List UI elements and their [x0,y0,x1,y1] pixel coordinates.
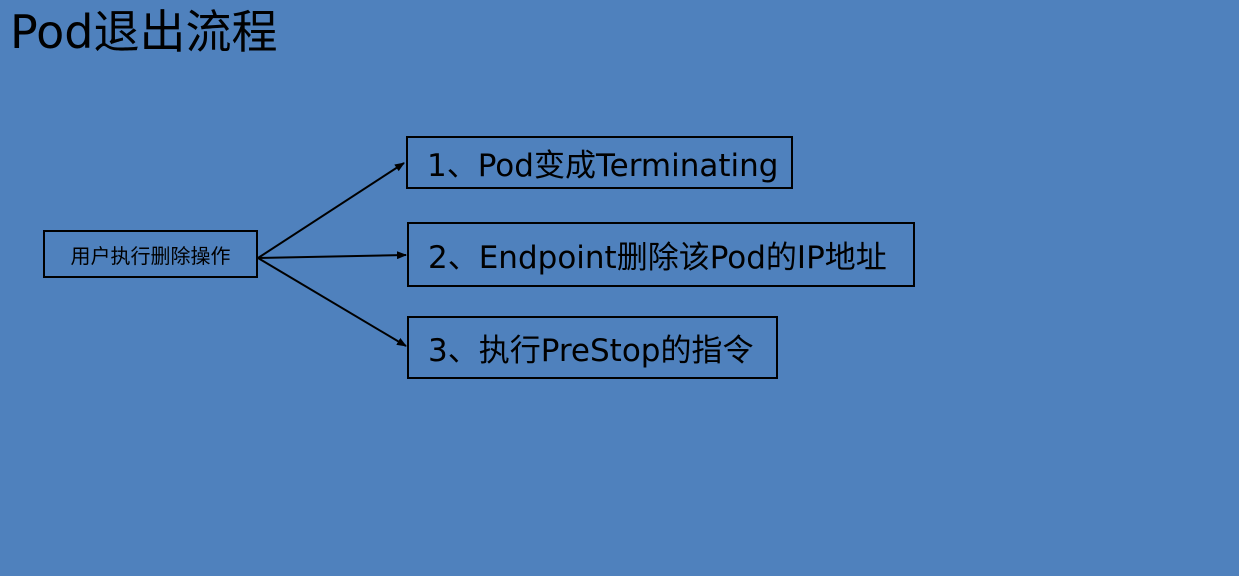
step-node-prestop: 3、执行PreStop的指令 [407,316,778,379]
source-node-delete-action: 用户执行删除操作 [43,230,258,278]
step-node-label: 3、执行PreStop的指令 [428,333,754,369]
page-title: Pod退出流程 [10,5,278,59]
arrow-to-step-1 [257,162,405,259]
step-node-terminating: 1、Pod变成Terminating [406,136,793,189]
step-node-label: 2、Endpoint删除该Pod的IP地址 [428,240,887,276]
step-node-label: 1、Pod变成Terminating [427,148,779,184]
arrow-to-step-2 [257,251,407,260]
arrow-to-step-3 [257,257,407,347]
source-node-label: 用户执行删除操作 [70,243,231,268]
step-node-endpoint-remove-ip: 2、Endpoint删除该Pod的IP地址 [407,222,915,287]
